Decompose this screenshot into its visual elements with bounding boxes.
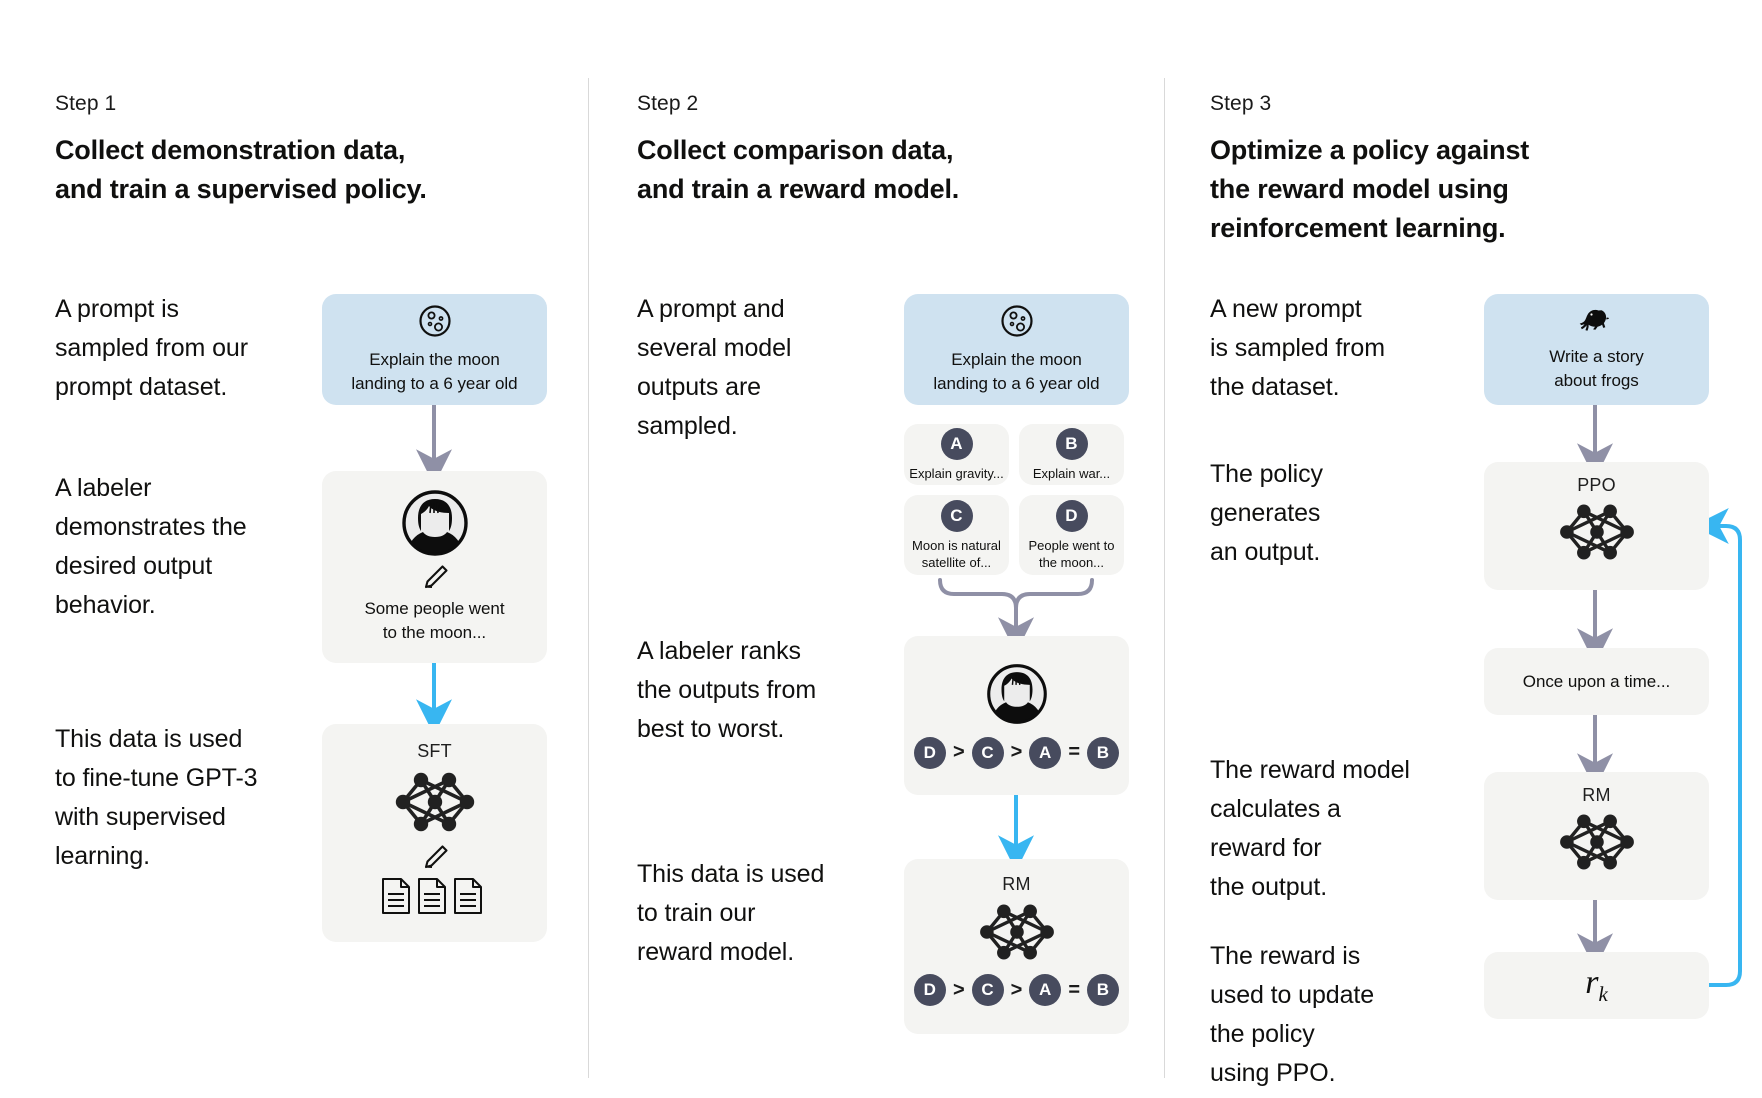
reward-symbol-subscript: k (1598, 981, 1608, 1006)
badge-b: B (1055, 427, 1088, 460)
step-2-output-card-d[interactable]: D People went to the moon... (1019, 495, 1124, 575)
step-3-ppo-card[interactable]: PPO (1484, 462, 1709, 590)
reward-symbol: rk (1585, 964, 1608, 1007)
step-2-output-caption-b: Explain war... (1032, 465, 1111, 481)
step-2-output-card-b[interactable]: B Explain war... (1019, 424, 1124, 485)
step-2-prompt-caption: Explain the moon landing to a 6 year old (933, 350, 1100, 393)
step-3-paragraph-4: The reward is used to update the policy … (1210, 942, 1375, 1087)
rm-rank-operator-2: > (1010, 978, 1023, 1001)
step-3-prompt-caption: Write a story about frogs (1549, 347, 1644, 390)
step-3-column: Step 3 Optimize a policy against the rew… (1164, 0, 1762, 1098)
step-2-paragraph-3: This data is used to train our reward mo… (637, 860, 825, 966)
step-2-output-caption-a: Explain gravity... (909, 465, 1004, 481)
step-3-ppo-title: PPO (1577, 475, 1616, 495)
rm-rank-badge-b: B (1087, 974, 1120, 1006)
neural-network-icon (1559, 814, 1634, 870)
rm-rank-badge-a: A (1029, 974, 1062, 1006)
documents-icon (381, 878, 482, 914)
moon-icon (1000, 305, 1033, 337)
step-1-labeler-caption: Some people went to the moon... (364, 599, 505, 642)
pencil-icon (424, 845, 448, 869)
reward-symbol-base: r (1585, 964, 1599, 1002)
step-1-paragraph-2: A labeler demonstrates the desired outpu… (55, 474, 247, 619)
rank-operator-3: = (1068, 741, 1081, 763)
step-1-prompt-caption: Explain the moon landing to a 6 year old (351, 350, 518, 393)
labeler-avatar-icon (986, 663, 1047, 724)
column-divider-1 (588, 78, 589, 1078)
step-1-label: Step 1 (55, 92, 117, 115)
frog-icon (1579, 309, 1609, 331)
rank-badge-a: A (1029, 736, 1062, 769)
badge-a: A (940, 427, 973, 460)
step-2-ranking-row: D > C > A = B (913, 736, 1120, 769)
step-1-sft-title: SFT (417, 741, 452, 761)
pencil-icon (424, 565, 448, 589)
moon-icon (418, 305, 451, 337)
step-3-output-caption: Once upon a time... (1522, 671, 1671, 691)
step-2-rm-card[interactable]: RM D > C (904, 859, 1129, 1034)
step-3-rm-title: RM (1582, 785, 1611, 805)
badge-c: C (940, 499, 973, 532)
step-2-column: Step 2 Collect comparison data, and trai… (588, 0, 1164, 1098)
rm-rank-operator-3: = (1068, 978, 1081, 1001)
step-1-sft-card[interactable]: SFT (322, 724, 547, 942)
step-3-paragraph-2: The policy generates an output. (1210, 460, 1323, 566)
rm-rank-operator-1: > (952, 978, 965, 1001)
rm-rank-badge-d: D (913, 974, 946, 1006)
step-2-rm-ranking-row: D > C > A = B (913, 974, 1120, 1006)
step-3-prompt-card[interactable]: Write a story about frogs (1484, 294, 1709, 405)
step-2-output-caption-c: Moon is natural satellite of... (912, 537, 1001, 570)
step-3-label: Step 3 (1210, 92, 1272, 115)
rank-operator-1: > (952, 741, 965, 763)
rank-badge-d: D (913, 736, 946, 769)
step-1-labeler-card[interactable]: Some people went to the moon... (322, 471, 547, 663)
step-1-prompt-card[interactable]: Explain the moon landing to a 6 year old (322, 294, 547, 405)
step-3-rm-card[interactable]: RM (1484, 772, 1709, 900)
step-3-paragraph-3: The reward model calculates a reward for… (1210, 756, 1410, 901)
rank-operator-2: > (1010, 741, 1023, 763)
step-2-ranking-card[interactable]: D > C > A = B (904, 636, 1129, 795)
badge-d: D (1055, 499, 1088, 532)
step-2-output-card-a[interactable]: A Explain gravity... (904, 424, 1009, 485)
step-1-paragraph-1: A prompt is sampled from our prompt data… (55, 295, 248, 401)
column-divider-2 (1164, 78, 1165, 1078)
step-2-paragraph-2: A labeler ranks the outputs from best to… (637, 637, 817, 743)
neural-network-icon (395, 772, 474, 832)
step-2-label: Step 2 (637, 92, 699, 115)
step-3-title: Optimize a policy against the reward mod… (1210, 135, 1530, 243)
rank-badge-c: C (971, 736, 1004, 769)
step-1-paragraph-3: This data is used to fine-tune GPT-3 wit… (55, 725, 258, 870)
step-3-output-card[interactable]: Once upon a time... (1484, 648, 1709, 715)
step-1-title: Collect demonstration data, and train a … (55, 135, 427, 204)
step-2-title: Collect comparison data, and train a rew… (637, 135, 960, 204)
step-3-reward-card[interactable]: rk (1484, 952, 1709, 1019)
step-3-paragraph-1: A new prompt is sampled from the dataset… (1210, 295, 1385, 401)
step-2-paragraph-1: A prompt and several model outputs are s… (637, 295, 792, 440)
step-2-output-caption-d: People went to the moon... (1028, 537, 1115, 570)
rank-badge-b: B (1087, 736, 1120, 769)
labeler-avatar-icon (401, 490, 468, 556)
step-2-rm-title: RM (1002, 874, 1031, 894)
step-2-prompt-card[interactable]: Explain the moon landing to a 6 year old (904, 294, 1129, 405)
neural-network-icon (1559, 504, 1634, 560)
step-1-column: Step 1 Collect demonstration data, and t… (0, 0, 588, 1098)
rm-rank-badge-c: C (971, 974, 1004, 1006)
step-2-output-card-c[interactable]: C Moon is natural satellite of... (904, 495, 1009, 575)
neural-network-icon (979, 904, 1054, 960)
